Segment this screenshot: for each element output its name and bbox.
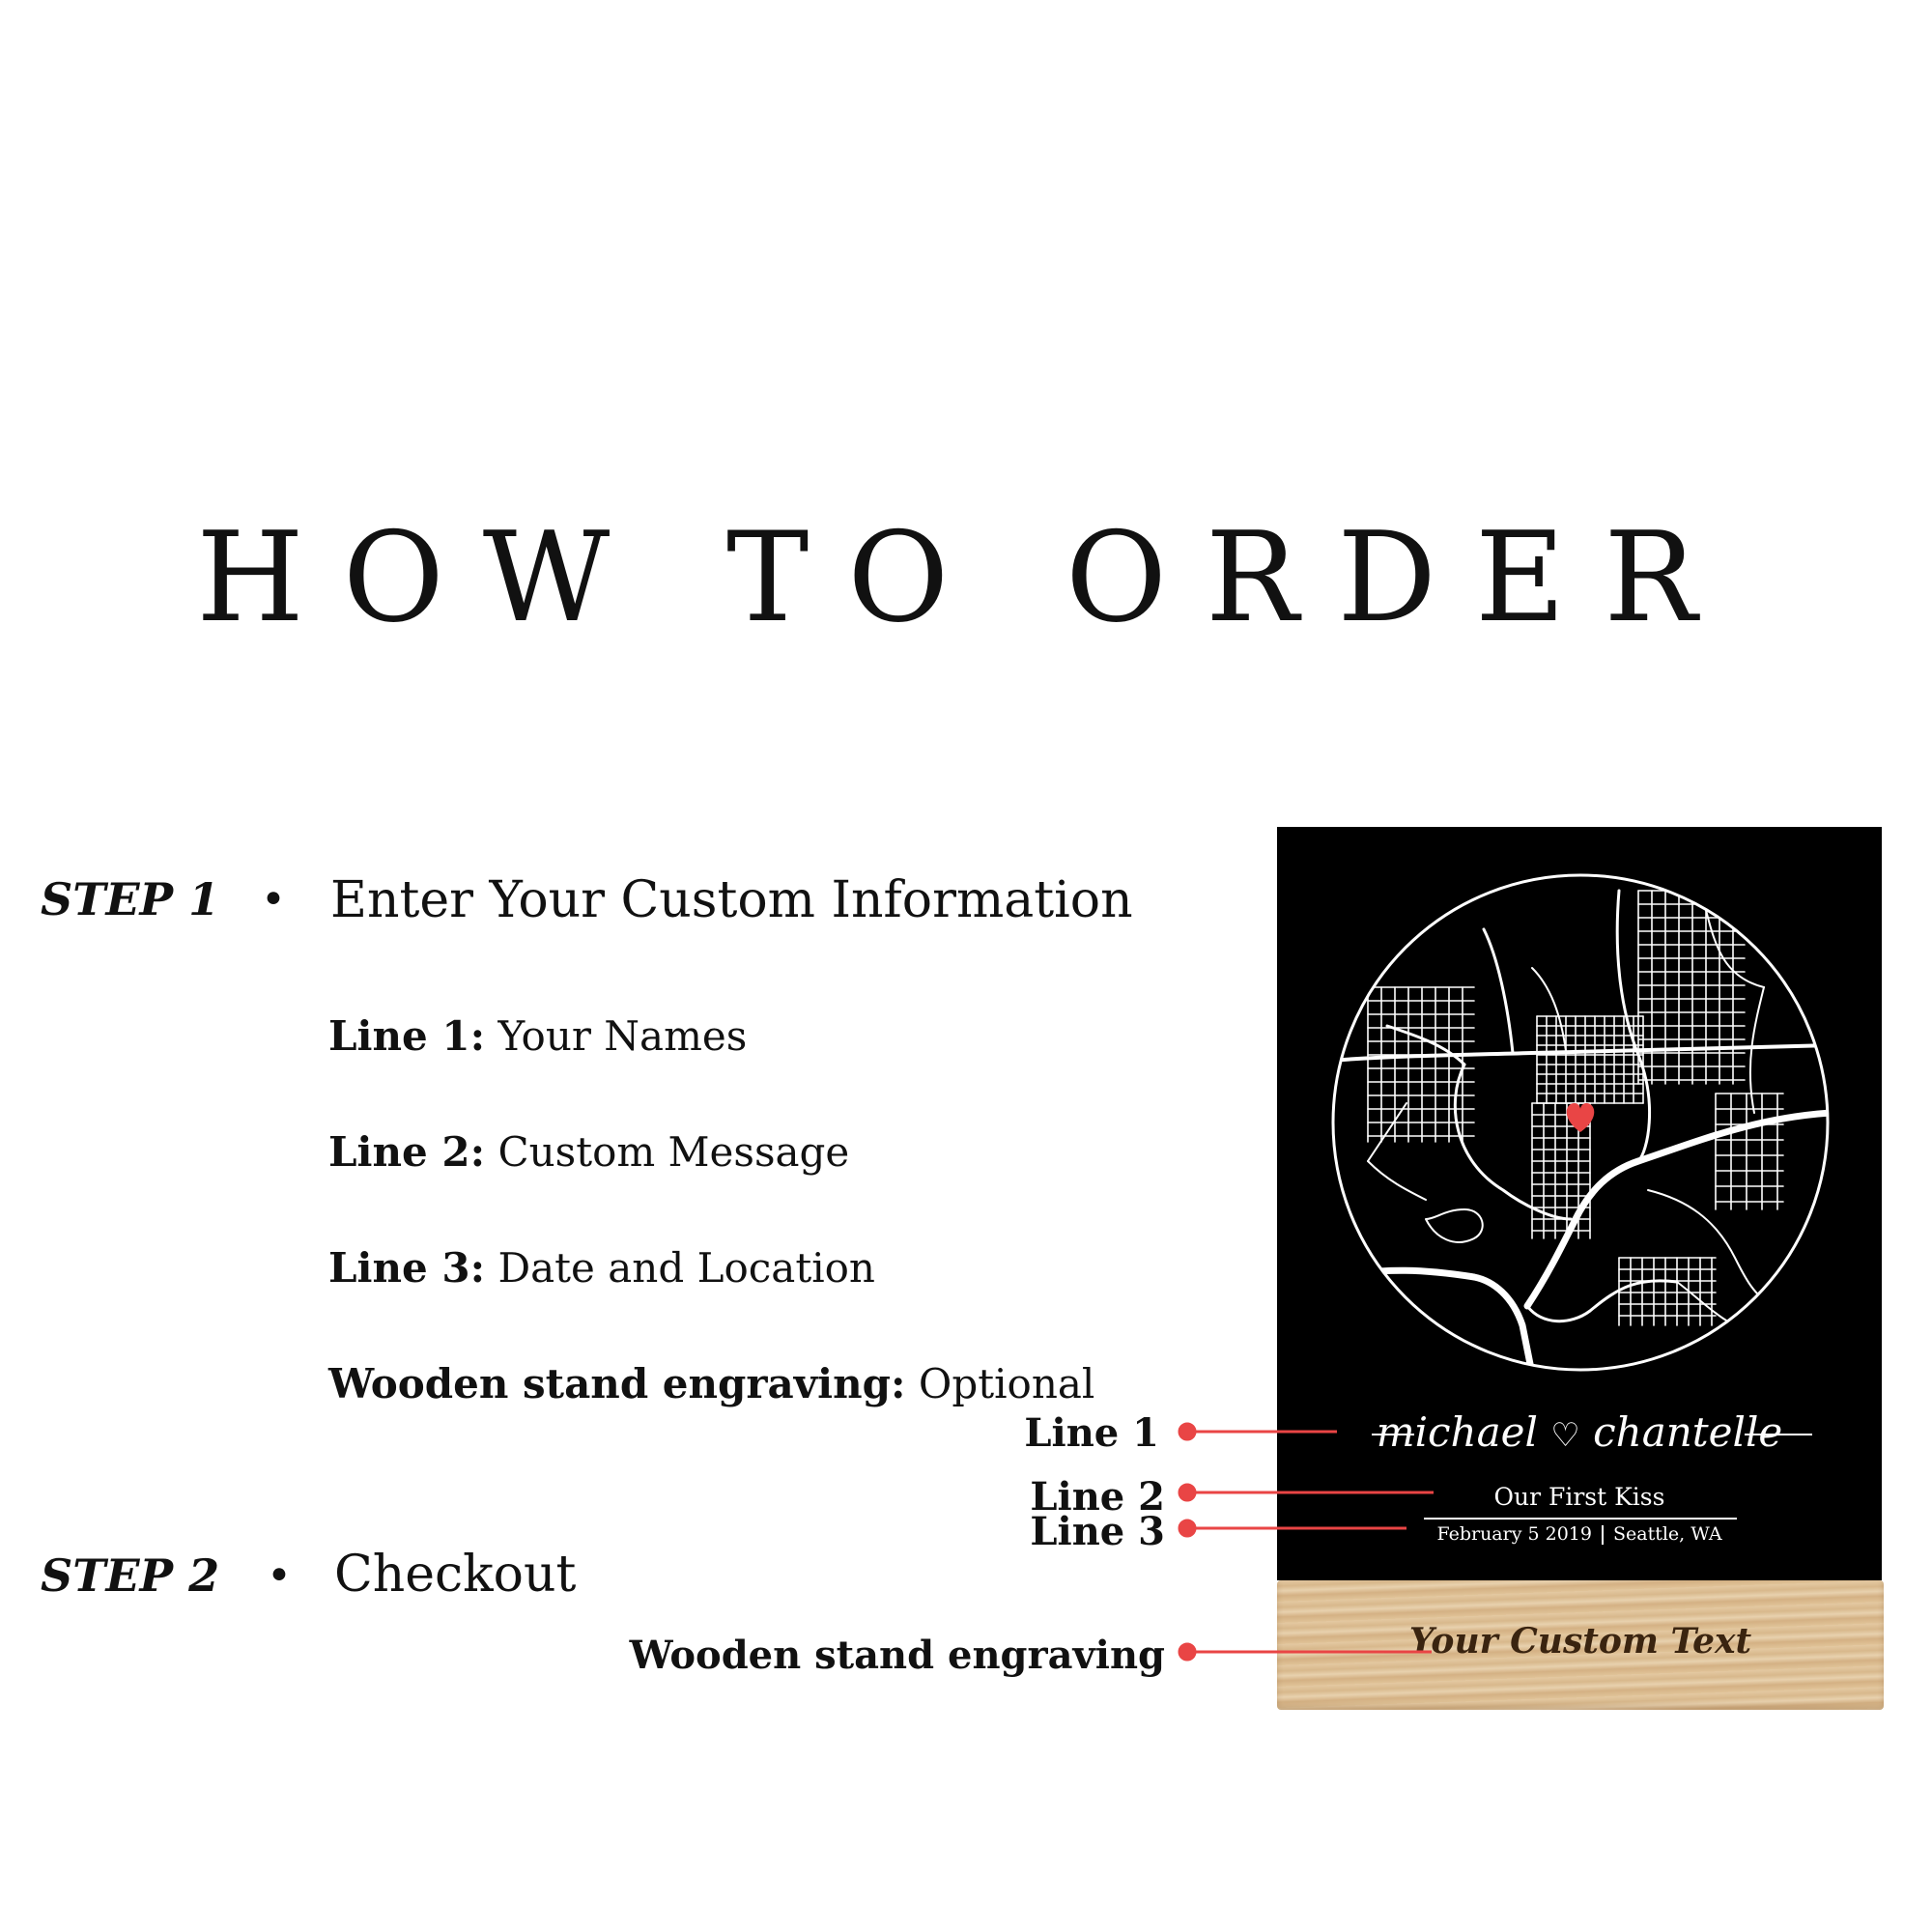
heart-icon: [1566, 1103, 1595, 1132]
step1-label: STEP 1: [41, 873, 220, 925]
names-swash-right: [1745, 1434, 1812, 1435]
callout-line2-label: Line 2: [1030, 1474, 1165, 1520]
step2-label: STEP 2: [41, 1549, 220, 1602]
names-swash-left: [1372, 1434, 1414, 1435]
line2-key: Line 2:: [328, 1128, 486, 1176]
step2-bullet: •: [267, 1551, 292, 1601]
plaque-date-location: February 5 2019 Seattle, WA: [1277, 1525, 1882, 1545]
plaque-location: Seattle, WA: [1612, 1523, 1722, 1545]
line2-value: Custom Message: [497, 1128, 850, 1176]
line3-value: Date and Location: [497, 1244, 875, 1292]
line3-instruction: Line 3: Date and Location: [328, 1248, 875, 1289]
plaque-divider: [1424, 1518, 1737, 1520]
line1-key: Line 1:: [328, 1012, 486, 1060]
acrylic-plaque: [1277, 827, 1882, 1580]
callout-stand-dot-icon: [1178, 1642, 1197, 1662]
wooden-stand: Your Custom Text: [1277, 1580, 1884, 1710]
line2-instruction: Line 2: Custom Message: [328, 1132, 849, 1173]
plaque-message: Our First Kiss: [1493, 1483, 1665, 1511]
stand-value: Optional: [918, 1360, 1095, 1407]
step1-title: Enter Your Custom Information: [330, 871, 1133, 929]
plaque-date: February 5 2019: [1436, 1523, 1592, 1545]
callout-line3-label: Line 3: [1030, 1509, 1165, 1554]
step1-bullet: •: [261, 875, 286, 924]
plaque-name1: michael: [1376, 1408, 1538, 1456]
stand-engraving-text: Your Custom Text: [1408, 1621, 1752, 1662]
plaque-separator: [1601, 1525, 1604, 1545]
callout-line3-dot-icon: [1178, 1519, 1197, 1538]
callout-stand-label: Wooden stand engraving: [629, 1633, 1165, 1678]
callout-line2-dot-icon: [1178, 1483, 1197, 1502]
city-map: [1331, 873, 1830, 1372]
stand-key: Wooden stand engraving:: [328, 1360, 906, 1407]
page-title: HOW TO ORDER: [196, 506, 1736, 650]
plaque-name2: chantelle: [1593, 1408, 1783, 1456]
names-heart-icon: ♡: [1550, 1416, 1580, 1455]
step2-title: Checkout: [334, 1546, 577, 1604]
plaque-names: michael ♡ chantelle: [1277, 1412, 1882, 1453]
line1-instruction: Line 1: Your Names: [328, 1016, 747, 1057]
line1-value: Your Names: [497, 1012, 748, 1060]
stand-instruction: Wooden stand engraving: Optional: [328, 1364, 1094, 1405]
callout-line1-dot-icon: [1178, 1422, 1197, 1441]
line3-key: Line 3:: [328, 1244, 486, 1292]
callout-line1-label: Line 1: [1024, 1410, 1159, 1456]
